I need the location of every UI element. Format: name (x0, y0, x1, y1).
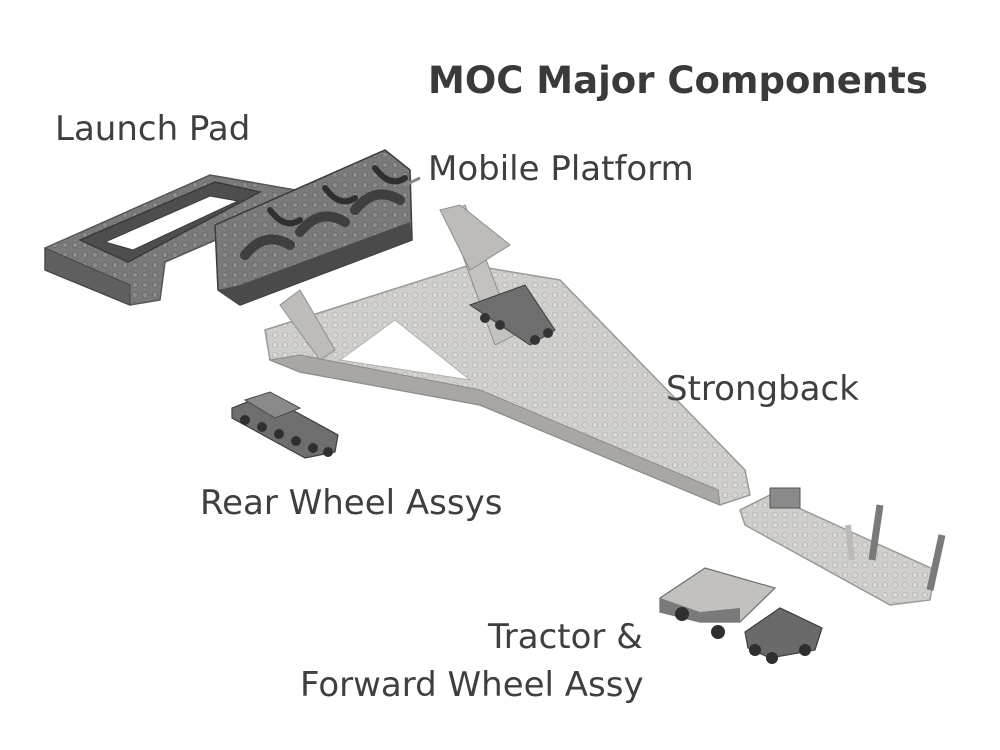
page-title: MOC Major Components (428, 59, 928, 102)
mobile-platform-model (214, 149, 421, 306)
rear-wheel-assy-model (231, 391, 339, 459)
label-mobile-platform: Mobile Platform (428, 149, 694, 189)
launch-pad-model (44, 174, 297, 306)
middle-wheel-assy-model (468, 284, 556, 346)
label-rear-wheel-assys: Rear Wheel Assys (200, 483, 503, 523)
tractor-model (659, 567, 823, 664)
label-strongback: Strongback (666, 369, 859, 409)
label-tractor-line2: Forward Wheel Assy (300, 665, 644, 705)
label-tractor-line1: Tractor & (488, 617, 643, 657)
label-launch-pad: Launch Pad (55, 109, 251, 149)
